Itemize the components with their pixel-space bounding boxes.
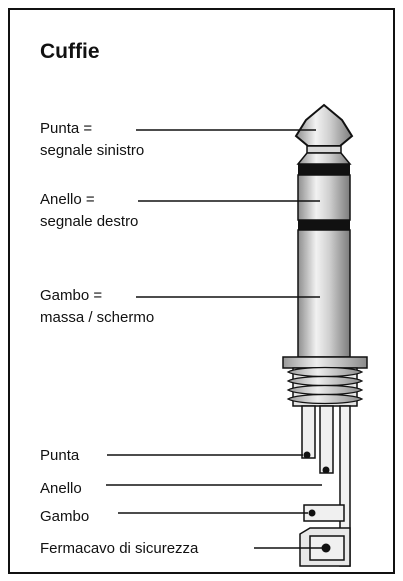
plug-collar <box>296 152 352 165</box>
plug-tip-neck <box>306 145 342 154</box>
label-bottom-tip: Punta <box>40 447 80 464</box>
terminal-lugs <box>299 405 351 567</box>
ring-lug-hole <box>322 466 330 474</box>
label-tip-line2: segnale sinistro <box>40 142 144 159</box>
label-cable-clamp: Fermacavo di sicurezza <box>40 540 199 557</box>
plug-ring <box>297 174 351 221</box>
title: Cuffie <box>40 40 100 63</box>
plug <box>282 103 368 567</box>
label-sleeve-line1: Gambo = <box>40 287 102 304</box>
plug-sleeve <box>297 229 351 358</box>
label-bottom-ring: Anello <box>40 480 82 497</box>
plug-thread <box>286 366 364 407</box>
label-bottom-sleeve: Gambo <box>40 508 89 525</box>
label-ring-line2: segnale destro <box>40 213 138 230</box>
ring-lug <box>319 405 334 474</box>
label-tip-line1: Punta = <box>40 120 92 137</box>
plug-flange <box>282 356 368 369</box>
insulator-ring-upper <box>298 164 350 175</box>
tip-lug <box>301 405 316 459</box>
sleeve-tab-hole <box>308 509 316 517</box>
insulator-ring-lower <box>298 220 350 230</box>
label-ring-line1: Anello = <box>40 191 95 208</box>
cable-clamp-hole <box>321 543 331 553</box>
label-sleeve-line2: massa / schermo <box>40 309 154 326</box>
tip-lug-hole <box>303 451 311 459</box>
